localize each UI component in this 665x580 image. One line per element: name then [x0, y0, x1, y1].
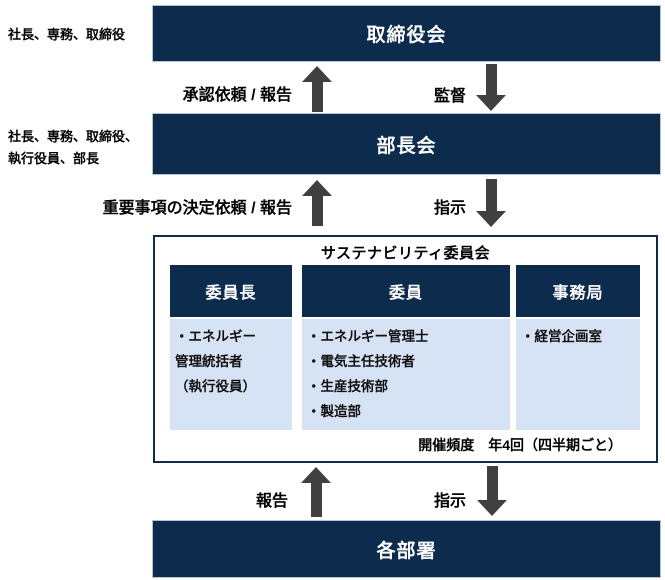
column-cell-chairman: ・エネルギー 管理統括者 （執行役員） — [170, 319, 292, 430]
managers-members-note-line2: 執行役員、部長 — [8, 151, 100, 166]
up-arrow-icon-board — [302, 66, 332, 112]
down-arrow-head — [476, 211, 506, 227]
members-item-line: ・製造部 — [307, 404, 361, 419]
column-header-secretariat: 事務局 — [516, 265, 640, 317]
flow-label-approval-report: 承認依頼 / 報告 — [182, 87, 292, 104]
committee-title: サステナビリティ委員会 — [320, 245, 491, 262]
managers-box: 部長会 — [152, 113, 661, 175]
column-cell-secretariat: ・経営企画室 — [516, 319, 640, 430]
up-arrow-head — [301, 467, 331, 483]
board-box: 取締役会 — [152, 5, 661, 62]
up-arrow-icon-departments — [301, 467, 331, 517]
down-arrow-head — [477, 500, 507, 516]
up-arrow-shaft — [310, 483, 322, 517]
flow-label-instruction-departments: 指示 — [433, 493, 466, 510]
down-arrow-icon-departments — [477, 466, 507, 516]
managers-box-label: 部長会 — [376, 135, 437, 157]
down-arrow-head — [476, 95, 506, 111]
up-arrow-shaft — [311, 196, 323, 226]
board-members-note-line: 社長、専務、取締役 — [8, 27, 126, 42]
flow-label-instruction-managers: 指示 — [433, 200, 466, 217]
up-arrow-icon-managers — [302, 180, 332, 226]
column-header-members: 委員 — [302, 265, 510, 317]
departments-box: 各部署 — [152, 520, 661, 578]
committee-panel: サステナビリティ委員会 委員長 委員 事務局 ・エネルギー 管理統括者 （執行役… — [153, 235, 658, 463]
down-arrow-shaft — [485, 179, 497, 211]
members-item-line: ・電気主任技術者 — [307, 354, 415, 369]
up-arrow-head — [302, 180, 332, 196]
secretariat-item-line: ・経営企画室 — [521, 329, 602, 344]
flow-label-report: 報告 — [255, 493, 288, 510]
down-arrow-icon-board — [476, 64, 506, 111]
members-item-line: ・生産技術部 — [307, 379, 388, 394]
board-members-note: 社長、専務、取締役 — [8, 24, 125, 46]
down-arrow-shaft — [486, 466, 498, 500]
column-cell-members: ・エネルギー管理士 ・電気主任技術者 ・生産技術部 ・製造部 — [302, 319, 510, 430]
up-arrow-head — [302, 66, 332, 82]
managers-members-note-line1: 社長、専務、取締役、 — [8, 129, 139, 144]
up-arrow-shaft — [311, 82, 323, 112]
column-header-chairman: 委員長 — [170, 265, 292, 317]
members-item-line: ・エネルギー管理士 — [307, 329, 429, 344]
down-arrow-icon-managers — [476, 179, 506, 227]
chairman-item-line: ・エネルギー — [175, 329, 256, 344]
board-box-label: 取締役会 — [366, 25, 447, 46]
meeting-frequency-note: 開催頻度 年4回（四半期ごと） — [418, 437, 622, 453]
managers-members-note: 社長、専務、取締役、 執行役員、部長 — [8, 126, 138, 170]
down-arrow-shaft — [485, 64, 497, 95]
chairman-item-line: （執行役員） — [175, 379, 256, 394]
flow-label-supervision: 監督 — [433, 88, 466, 105]
chairman-item-line: 管理統括者 — [175, 354, 243, 369]
flow-label-important-matters: 重要事項の決定依頼 / 報告 — [102, 200, 292, 217]
departments-box-label: 各部署 — [376, 540, 437, 562]
